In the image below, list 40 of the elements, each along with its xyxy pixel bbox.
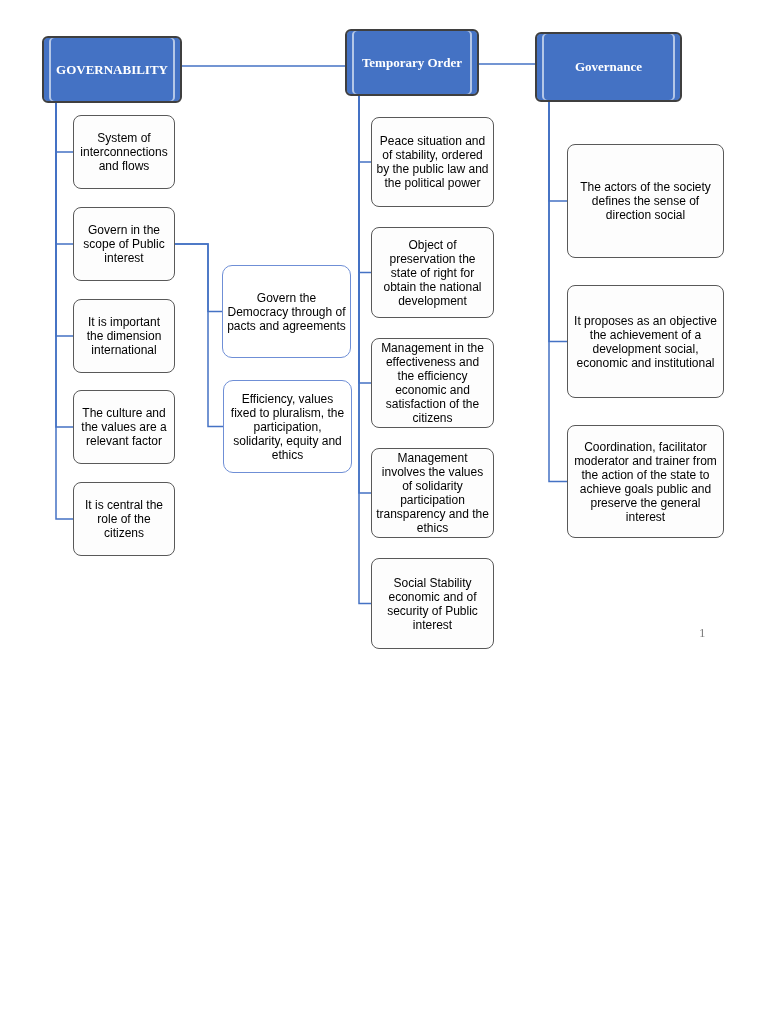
node-text: System of interconnections and flows — [79, 131, 169, 173]
concept-box — [371, 117, 494, 207]
heading-text: Governance — [574, 59, 643, 75]
concept-box — [73, 390, 175, 464]
concept-box — [371, 227, 494, 318]
concept-box — [73, 207, 175, 281]
connector-line — [181, 65, 346, 67]
concept-box — [567, 425, 724, 538]
node-text: Govern in the scope of Public interest — [82, 223, 166, 265]
node-text: The culture and the values are a relevant factor — [80, 406, 168, 448]
concept-box — [567, 144, 724, 258]
node-text: Management in the effectiveness and the efficiency economic and satisfaction of the citizens — [380, 341, 485, 425]
heading-text: GOVERNABILITY — [56, 61, 168, 78]
header-box — [345, 29, 479, 96]
heading-text: Temporary Order — [361, 54, 463, 71]
connector-line — [478, 63, 536, 65]
connector-line — [174, 243, 224, 428]
header-box — [535, 32, 682, 102]
node-text: The actors of the society defines the sense of direction social — [579, 180, 712, 222]
node-text: Management involves the values of solidarity participation transparency and the ethics — [376, 451, 489, 535]
node-text: Peace situation and of stability, ordered by the public law and the political power — [376, 134, 489, 190]
concept-box — [371, 558, 494, 649]
node-text: Object of preservation the state of right for obtain the national development — [382, 237, 483, 308]
header-box — [42, 36, 182, 103]
concept-box — [222, 265, 351, 358]
node-text: Govern the Democracy through of pacts and agreements — [227, 290, 346, 333]
concept-box — [223, 380, 352, 473]
node-text: It proposes as an objective the achievement of a development social, economic and institutional — [573, 313, 718, 370]
node-text: It is central the role of the citizens — [83, 498, 164, 540]
node-text: Social Stability economic and of security of Public interest — [386, 575, 479, 632]
node-text: It is important the dimension international — [85, 315, 163, 357]
node-text: Coordination, facilitator moderator and trainer from the action of the state to achieve goals public and preserve the general interest — [573, 439, 718, 524]
concept-box — [371, 338, 494, 428]
concept-box — [73, 115, 175, 189]
connector-line — [548, 101, 568, 483]
node-text: Efficiency, values fixed to pluralism, the participation, solidarity, equity and ethics — [229, 391, 346, 462]
concept-box — [73, 482, 175, 556]
concept-box — [567, 285, 724, 398]
concept-box — [73, 299, 175, 373]
page-number: 1 — [699, 625, 706, 641]
